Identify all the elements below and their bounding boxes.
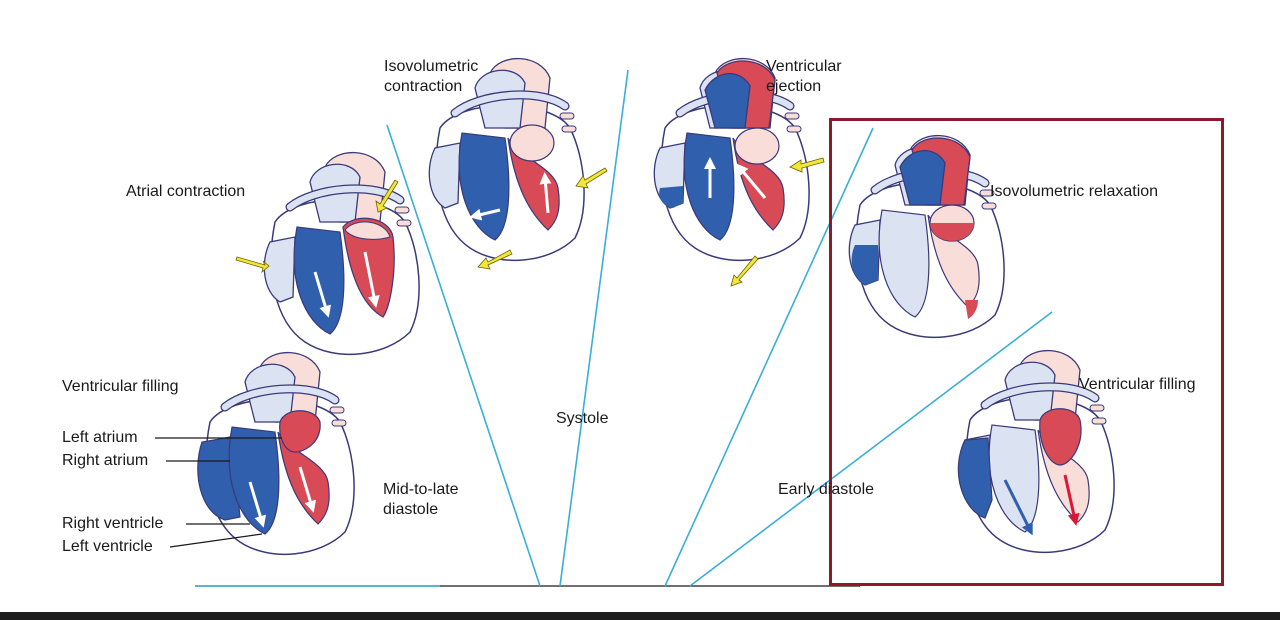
label-right-ventricle: Right ventricle bbox=[62, 515, 164, 532]
divider-ejection-relaxation bbox=[664, 127, 874, 587]
divider-contraction-ejection bbox=[559, 69, 629, 587]
label-ventricular-filling-left: Ventricular filling bbox=[62, 378, 179, 395]
phase-divider-lines bbox=[195, 69, 1053, 587]
bottom-bar bbox=[0, 612, 1280, 620]
heart-atrial-contraction bbox=[235, 153, 419, 355]
label-ventricular-ejection: Ventricular ejection bbox=[766, 58, 842, 95]
yellow-pressure-arrow-icon bbox=[730, 157, 825, 287]
heart-ventricular-filling-right bbox=[958, 351, 1114, 553]
anatomy-leader-lines bbox=[155, 437, 282, 548]
label-ventricular-filling-right: Ventricular filling bbox=[1079, 376, 1196, 393]
label-atrial-contraction: Atrial contraction bbox=[126, 183, 246, 200]
label-right-atrium: Right atrium bbox=[62, 452, 149, 469]
label-left-ventricle: Left ventricle bbox=[62, 538, 153, 555]
yellow-pressure-arrow-icon bbox=[235, 179, 399, 274]
label-systole: Systole bbox=[556, 410, 609, 427]
divider-relaxation-filling bbox=[689, 311, 1053, 587]
heart-ventricular-filling-left bbox=[198, 353, 354, 555]
label-early-diastole: Early diastole bbox=[778, 481, 875, 498]
heart-isovolumetric-relaxation bbox=[849, 136, 1004, 338]
heart-isovolumetric-contraction bbox=[429, 59, 608, 270]
highlight-box bbox=[829, 118, 1224, 586]
yellow-pressure-arrow-icon bbox=[477, 167, 608, 270]
label-isovolumetric-relaxation: Isovolumetric relaxation bbox=[990, 183, 1159, 200]
label-mid-to-late-diastole: Mid-to-late diastole bbox=[383, 481, 459, 518]
divider-atrial-isovolumetric bbox=[386, 124, 541, 587]
heart-ventricular-ejection bbox=[654, 59, 825, 287]
label-left-atrium: Left atrium bbox=[62, 429, 138, 446]
label-isovolumetric-contraction: Isovolumetric contraction bbox=[384, 58, 479, 95]
